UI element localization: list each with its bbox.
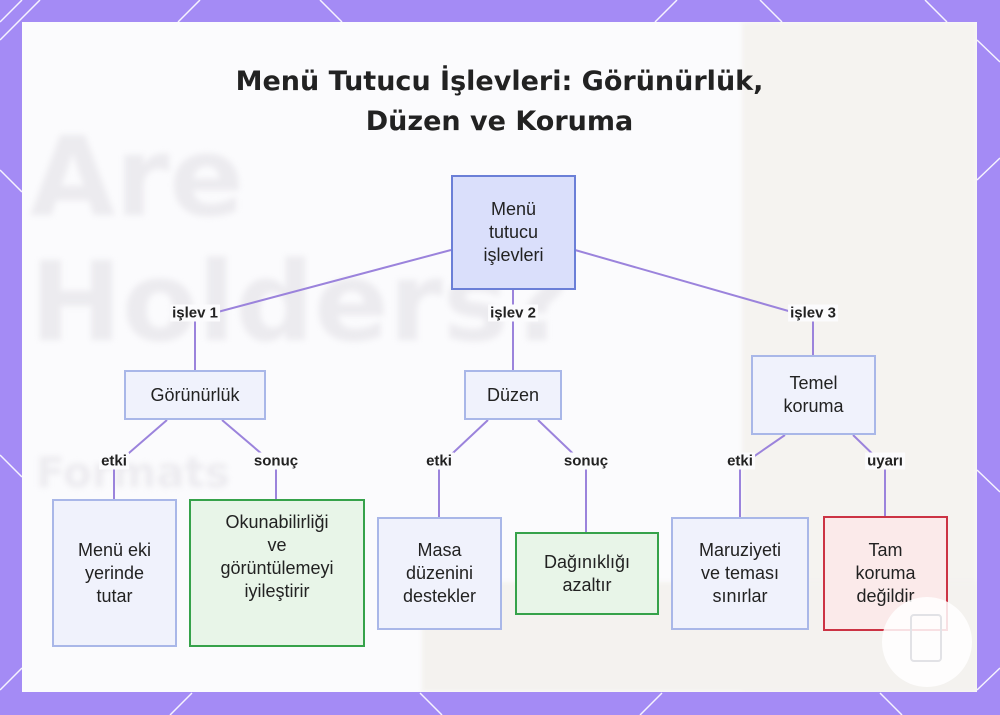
node-duzen-etki: Masa düzenini destekler [377, 517, 502, 630]
background-text-line1: Are [30, 113, 244, 241]
edge-label-islev3: işlev 3 [788, 304, 838, 322]
edge-duzen-sonuc [537, 419, 587, 532]
edge-root-koruma [574, 249, 814, 355]
diagram-card: Are Holders? Formats Menü Tutucu İşlevle… [22, 22, 977, 692]
title-line1: Menü Tutucu İşlevleri: Görünürlük, [235, 66, 764, 97]
edge-label-gorunurluk-etki: etki [99, 452, 129, 470]
background-text-line3: Formats [36, 448, 230, 497]
edge-koruma-uyari [852, 434, 886, 516]
node-koruma-etki: Maruziyeti ve teması sınırlar [671, 517, 809, 630]
edge-label-islev1: işlev 1 [170, 304, 220, 322]
node-duzen: Düzen [464, 370, 562, 420]
title-line2: Düzen ve Koruma [365, 106, 634, 137]
node-duzen-sonuc: Dağınıklığı azaltır [515, 532, 659, 615]
edge-root-gorunurluk [194, 249, 452, 370]
corner-badge [882, 597, 972, 687]
edge-label-koruma-uyari: uyarı [865, 452, 905, 470]
node-root: Menü tutucu işlevleri [451, 175, 576, 290]
node-gorunurluk: Görünürlük [124, 370, 266, 420]
node-gorunurluk-etki: Menü eki yerinde tutar [52, 499, 177, 647]
edge-koruma-etki [739, 434, 786, 517]
page-title: Menü Tutucu İşlevleri: Görünürlük, Düzen… [22, 62, 977, 142]
edge-label-gorunurluk-sonuc: sonuç [251, 452, 301, 470]
edge-label-duzen-etki: etki [424, 452, 454, 470]
node-gorunurluk-sonuc: Okunabilirliği ve görüntülemeyi iyileşti… [189, 499, 365, 647]
edge-label-islev2: işlev 2 [488, 304, 538, 322]
stand-icon [910, 614, 942, 662]
edge-label-duzen-sonuc: sonuç [561, 452, 611, 470]
node-koruma: Temel koruma [751, 355, 876, 435]
edge-label-koruma-etki: etki [725, 452, 755, 470]
